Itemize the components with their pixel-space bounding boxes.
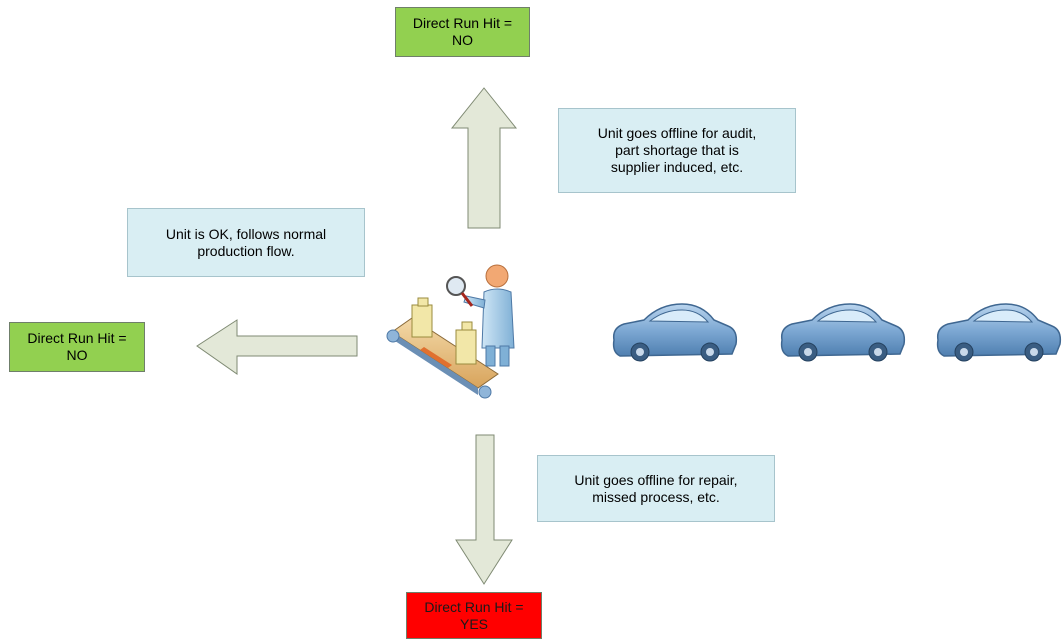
car-icon	[612, 303, 738, 362]
note-offline-audit: Unit goes offline for audit, part shorta…	[558, 108, 796, 193]
arrow-up-icon	[450, 87, 518, 229]
car-icon	[780, 303, 906, 362]
note-normal-flow: Unit is OK, follows normal production fl…	[127, 208, 365, 277]
outcome-top-box: Direct Run Hit = NO	[395, 7, 530, 57]
inspector-icon	[386, 264, 515, 399]
outcome-left-box: Direct Run Hit = NO	[9, 322, 145, 372]
note-offline-repair: Unit goes offline for repair, missed pro…	[537, 455, 775, 522]
arrow-down-icon	[455, 434, 513, 585]
arrow-left-icon	[196, 319, 358, 375]
conveyor-belt-icon	[386, 317, 499, 399]
car-icon	[936, 303, 1062, 362]
outcome-bottom-box: Direct Run Hit = YES	[406, 592, 542, 639]
